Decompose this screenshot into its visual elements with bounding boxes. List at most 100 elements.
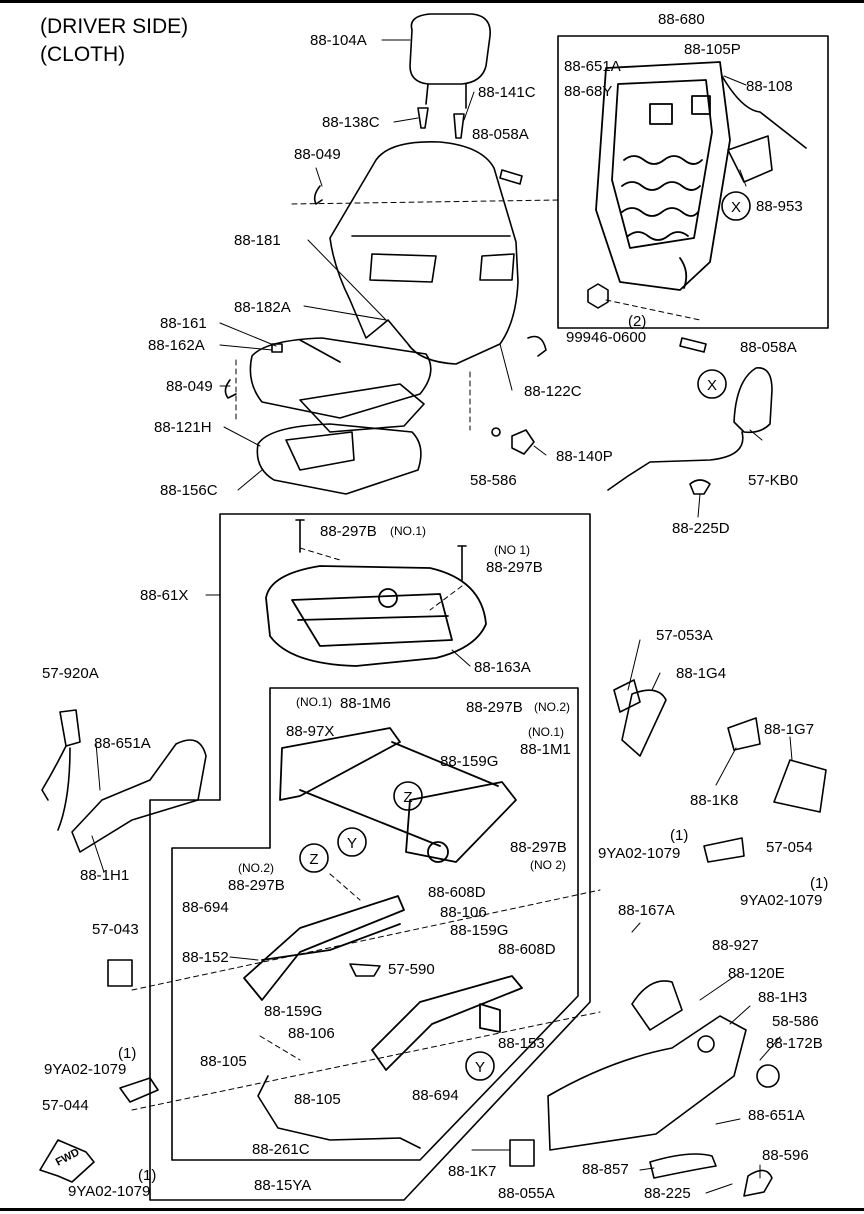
seatbelt-buckle	[41, 709, 81, 831]
fwd-arrow	[39, 1139, 95, 1183]
label-88-297B-no2: 88-297B	[466, 699, 523, 716]
label-88-138C: 88-138C	[322, 114, 380, 131]
label-88-172B: 88-172B	[766, 1035, 823, 1052]
bolt-88-058A-top	[499, 169, 523, 185]
label-qty-1-c: (1)	[118, 1045, 136, 1062]
label-88-140P: 88-140P	[556, 448, 613, 465]
label-88-857: 88-857	[582, 1161, 629, 1178]
bezel-88-596	[743, 1169, 773, 1197]
label-88-1H1: 88-1H1	[80, 867, 129, 884]
label-88-608D-a: 88-608D	[428, 884, 486, 901]
headrest-guide-right	[453, 113, 465, 139]
label-88-152: 88-152	[182, 949, 229, 966]
label-88-225D: 88-225D	[672, 520, 730, 537]
label-qty-2: (2)	[628, 313, 646, 330]
label-88-651A-left: 88-651A	[94, 735, 151, 752]
bolt-88-058A	[679, 337, 707, 353]
label-88-694-a: 88-694	[182, 899, 229, 916]
track-stopper	[349, 963, 381, 977]
label-88-97X: 88-97X	[286, 723, 334, 740]
seat-cushion-pad	[256, 423, 422, 495]
label-88-159G-mid: 88-159G	[450, 922, 508, 939]
label-88-927: 88-927	[712, 937, 759, 954]
towel-bar	[257, 1075, 421, 1149]
label-88-049-mid: 88-049	[166, 378, 213, 395]
label-88-1K8: 88-1K8	[690, 792, 738, 809]
cover-57-044	[119, 1077, 159, 1103]
lumbar-cable	[721, 75, 807, 149]
label-88-156C: 88-156C	[160, 482, 218, 499]
marker-z-upper: Z	[393, 781, 423, 811]
seatback-clip-top	[313, 185, 323, 205]
label-no2-a: (NO.2)	[534, 700, 570, 714]
bracket-57-054	[703, 837, 745, 863]
label-88-162A: 88-162A	[148, 337, 205, 354]
leader-lines	[91, 39, 793, 1194]
seat-pan	[265, 565, 487, 667]
seatback-cover	[329, 141, 519, 365]
label-88-105P: 88-105P	[684, 41, 741, 58]
seat-clip-left	[224, 379, 237, 399]
marker-x-lower: X	[697, 369, 727, 399]
outer-cover-88-1H3	[547, 1015, 747, 1151]
label-99946-0600: 99946-0600	[566, 329, 646, 346]
label-88-120E: 88-120E	[728, 965, 785, 982]
label-57-590: 57-590	[388, 961, 435, 978]
cover-88-1G4	[621, 689, 667, 757]
label-88-163A: 88-163A	[474, 659, 531, 676]
label-88-297B-3: 88-297B	[510, 839, 567, 856]
label-88-108: 88-108	[746, 78, 793, 95]
seat-frame-assembly-box	[149, 513, 591, 1201]
label-88-105-a: 88-105	[200, 1053, 247, 1070]
label-no2-b: (NO 2)	[530, 858, 566, 872]
seat-clip-small	[271, 343, 283, 353]
label-88-1M6: 88-1M6	[340, 695, 391, 712]
label-88-058A-top: 88-058A	[472, 126, 529, 143]
label-no1-d: (NO.1)	[528, 725, 564, 739]
label-88-225: 88-225	[644, 1185, 691, 1202]
marker-y-lower-text: Y	[475, 1059, 485, 1076]
outer-shield	[71, 739, 207, 853]
label-88-104A: 88-104A	[310, 32, 367, 49]
label-88-1M1: 88-1M1	[520, 741, 571, 758]
clip-58-586	[491, 427, 501, 437]
label-9YA02-1079-a: 9YA02-1079	[598, 845, 680, 862]
marker-x-upper: X	[721, 191, 751, 221]
label-88-055A: 88-055A	[498, 1185, 555, 1202]
pan-bolt-left	[295, 519, 305, 553]
seat-track-lower	[371, 975, 523, 1071]
label-9YA02-1079-b: 9YA02-1079	[740, 892, 822, 909]
label-88-651A-low: 88-651A	[748, 1107, 805, 1124]
label-88-68Y: 88-68Y	[564, 83, 612, 100]
marker-y-lower: Y	[465, 1051, 495, 1081]
marker-z-lower: Z	[299, 843, 329, 873]
label-57-053A: 57-053A	[656, 627, 713, 644]
marker-y-upper-text: Y	[347, 835, 357, 852]
label-88-1K7: 88-1K7	[448, 1163, 496, 1180]
label-88-058A-mid: 88-058A	[740, 339, 797, 356]
label-58-586-mid: 58-586	[470, 472, 517, 489]
marker-x-upper-text: X	[731, 199, 741, 216]
reference-lines	[131, 199, 701, 1111]
seat-track-upper	[243, 895, 405, 1001]
headrest	[409, 13, 491, 109]
label-88-105-b: 88-105	[294, 1091, 341, 1108]
label-no1-b: (NO 1)	[494, 543, 530, 557]
airbag-clip	[689, 479, 711, 495]
seatback-frame-box	[557, 35, 829, 329]
label-88-61X: 88-61X	[140, 587, 188, 604]
label-88-1G7: 88-1G7	[764, 721, 814, 738]
label-qty-1-a: (1)	[670, 827, 688, 844]
label-88-1G4: 88-1G4	[676, 665, 726, 682]
bottom-border	[0, 1208, 864, 1211]
label-88-297B-4: 88-297B	[228, 877, 285, 894]
label-88-297B-2: 88-297B	[486, 559, 543, 576]
label-88-15YA: 88-15YA	[254, 1177, 311, 1194]
label-no1-a: (NO.1)	[390, 524, 426, 538]
label-qty-1-d: (1)	[138, 1167, 156, 1184]
label-88-608D-b: 88-608D	[498, 941, 556, 958]
label-88-651A-top: 88-651A	[564, 58, 621, 75]
connector-88-055A	[509, 1139, 535, 1167]
recline-handle-bracket	[511, 429, 535, 455]
